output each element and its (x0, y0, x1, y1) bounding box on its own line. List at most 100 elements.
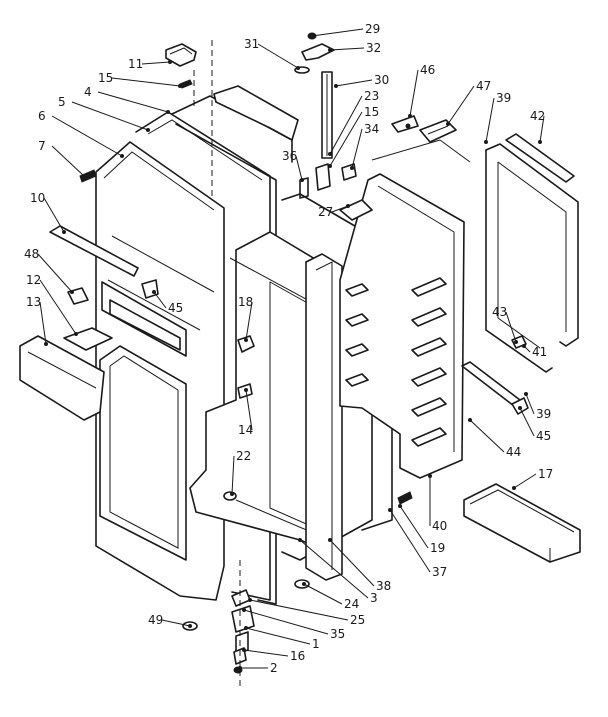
callout-arrowhead (248, 598, 252, 602)
callout-label-4: 4 (84, 85, 92, 99)
callout-arrowhead (302, 582, 306, 586)
callout-arrowhead (82, 174, 86, 178)
callout-label-15: 15 (98, 71, 113, 85)
callout-arrowhead (238, 666, 242, 670)
callout-arrowhead (188, 624, 192, 628)
callout-arrowhead (300, 178, 304, 182)
callout-arrowhead (62, 230, 66, 234)
part-46-latch (391, 115, 419, 133)
callout-leader-45 (519, 407, 535, 437)
callout-arrowhead (328, 48, 332, 52)
callout-arrowhead (146, 128, 150, 132)
part-38-door-frame (305, 253, 343, 581)
callout-label-35: 35 (330, 627, 345, 641)
part-11-top-hinge (165, 43, 197, 67)
part-12-drip-tray (63, 327, 113, 351)
part-27-cover (339, 199, 373, 221)
part-23-block (315, 163, 331, 191)
callout-leader-36 (295, 155, 303, 181)
callout-label-31: 31 (244, 37, 259, 51)
callout-leader-22 (231, 455, 235, 495)
callout-arrowhead (446, 122, 450, 126)
callout-leader-18 (245, 301, 253, 341)
callout-leader-5 (71, 101, 149, 131)
callout-leader-10 (43, 197, 65, 233)
callout-leader-23 (329, 95, 363, 155)
callout-arrowhead (524, 392, 528, 396)
callout-label-15: 15 (364, 105, 379, 119)
callout-leader-6 (51, 115, 123, 157)
callout-arrowhead (166, 110, 170, 114)
callout-label-42: 42 (530, 109, 545, 123)
part-47-bracket (419, 119, 457, 143)
callout-arrowhead (310, 34, 314, 38)
part-7-screw (79, 169, 97, 183)
callout-label-5: 5 (58, 95, 66, 109)
callout-arrowhead (334, 84, 338, 88)
callout-label-16: 16 (290, 649, 305, 663)
callout-arrowhead (468, 418, 472, 422)
part-17-door-bin (463, 483, 581, 563)
callout-arrowhead (120, 154, 124, 158)
callout-arrowhead (168, 60, 172, 64)
dispenser-recess (101, 281, 187, 357)
callout-arrowhead (230, 492, 234, 496)
callout-leader-14 (245, 389, 253, 431)
callout-arrowhead (244, 388, 248, 392)
part-39-door-gasket (485, 143, 579, 373)
callout-leader-38 (329, 539, 375, 587)
callout-arrowhead (74, 332, 78, 336)
callout-label-18: 18 (238, 295, 253, 309)
callout-arrowhead (152, 290, 156, 294)
callout-label-48: 48 (24, 247, 39, 261)
callout-arrowhead (328, 152, 332, 156)
callout-leader-48 (37, 253, 73, 293)
callout-leader-13 (39, 301, 47, 345)
callout-leader-37 (389, 509, 431, 573)
callout-arrowhead (178, 84, 182, 88)
part-22-cap (223, 491, 237, 501)
callout-label-7: 7 (38, 139, 46, 153)
callout-arrowhead (328, 164, 332, 168)
callout-label-36: 36 (282, 149, 297, 163)
callout-leader-39 (485, 97, 495, 143)
callout-leader-7 (51, 145, 85, 177)
callout-arrowhead (244, 338, 248, 342)
part-42-trim (505, 133, 575, 183)
callout-leader-39 (525, 393, 535, 415)
part-19-screw (397, 491, 413, 505)
callout-leader-15 (111, 77, 181, 87)
callout-arrowhead (328, 538, 332, 542)
callout-leader-4 (97, 91, 169, 113)
callout-leader-34 (351, 128, 363, 169)
callout-label-47: 47 (476, 79, 491, 93)
callout-arrowhead (512, 486, 516, 490)
callout-leader-16 (243, 649, 289, 657)
callout-arrowhead (298, 538, 302, 542)
callout-leader-17 (513, 473, 537, 489)
callout-label-24: 24 (344, 597, 359, 611)
callout-label-43: 43 (492, 305, 507, 319)
callout-label-2: 2 (270, 661, 278, 675)
callout-leader-49 (161, 619, 191, 627)
callout-arrowhead (242, 648, 246, 652)
callout-leader-45 (153, 291, 167, 309)
callout-label-34: 34 (364, 122, 379, 136)
callout-label-10: 10 (30, 191, 45, 205)
leader-line (439, 139, 471, 163)
callout-label-17: 17 (538, 467, 553, 481)
door-shelves (345, 277, 447, 447)
callout-leader-1 (245, 627, 311, 645)
part-top-hinge-block (213, 85, 299, 141)
callout-arrowhead (346, 204, 350, 208)
callout-leader-30 (335, 79, 373, 87)
leader-line (371, 139, 441, 161)
callout-label-27: 27 (318, 205, 333, 219)
callout-label-19: 19 (430, 541, 445, 555)
callout-leader-35 (243, 609, 329, 635)
callout-leader-32 (329, 47, 365, 51)
callout-label-14: 14 (238, 423, 253, 437)
callout-label-32: 32 (366, 41, 381, 55)
callout-leader-19 (399, 505, 429, 549)
